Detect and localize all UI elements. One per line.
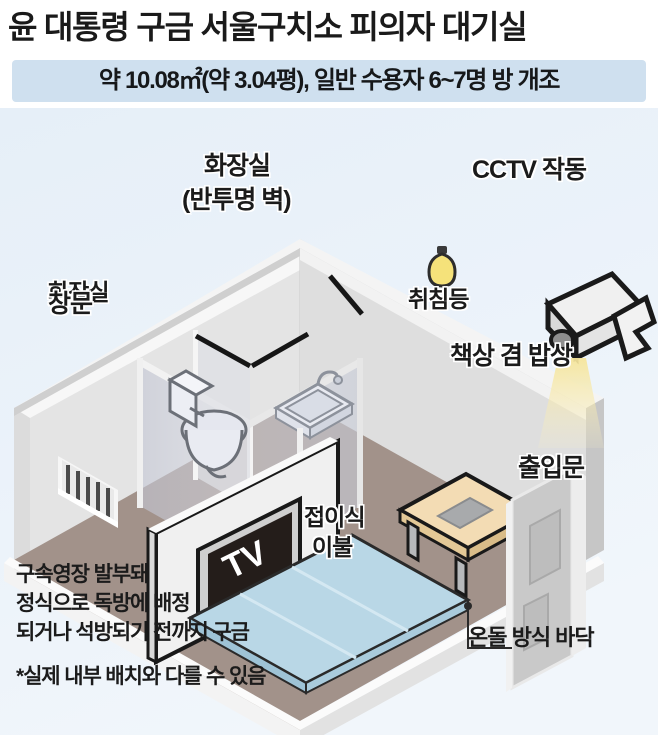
entrance-door xyxy=(506,465,586,692)
label-bedding-line1: 접이식 xyxy=(304,504,365,530)
note-line-1: 구속영장 발부돼 xyxy=(16,563,149,586)
subtitle-text: 약 10.08㎡(약 3.04평), 일반 수용자 6~7명 방 개조 xyxy=(98,67,561,94)
label-bathroom-title: 화장실 xyxy=(204,152,271,180)
sink xyxy=(273,370,355,508)
label-door: 출입문 xyxy=(518,454,585,482)
label-bathroom-subtitle: (반투명 벽) xyxy=(182,186,292,214)
label-window: 창문 xyxy=(48,290,93,318)
label-desk: 책상 겸 밥상 xyxy=(450,342,573,370)
label-bedding-line2: 이불 xyxy=(312,534,353,560)
isometric-room-svg: TV xyxy=(0,108,658,735)
note-line-2: 정식으로 독방에 배정 xyxy=(16,592,191,615)
note-line-3: 되거나 석방되기 전까지 구금 xyxy=(16,621,250,644)
label-floor: 온돌 방식 바닥 xyxy=(468,625,595,650)
cctv-camera xyxy=(538,270,658,448)
bathroom-leader-line xyxy=(328,274,364,316)
label-cctv: CCTV 작동 xyxy=(472,156,587,184)
window-with-bars xyxy=(58,456,118,528)
label-bathroom-line1: 화장실 xyxy=(48,279,109,305)
label-night-light: 취침등 xyxy=(408,286,469,312)
folding-bedding xyxy=(186,533,472,695)
toilet xyxy=(166,369,248,479)
note-disclaimer: *실제 내부 배치와 다를 수 있음 xyxy=(16,665,266,688)
floor-leader-line xyxy=(464,602,512,649)
subtitle-banner: 약 10.08㎡(약 3.04평), 일반 수용자 6~7명 방 개조 xyxy=(12,60,646,102)
night-light-bulb xyxy=(427,246,457,288)
room-illustration: TV xyxy=(0,108,658,735)
page-title: 윤 대통령 구금 서울구치소 피의자 대기실 xyxy=(8,9,528,45)
